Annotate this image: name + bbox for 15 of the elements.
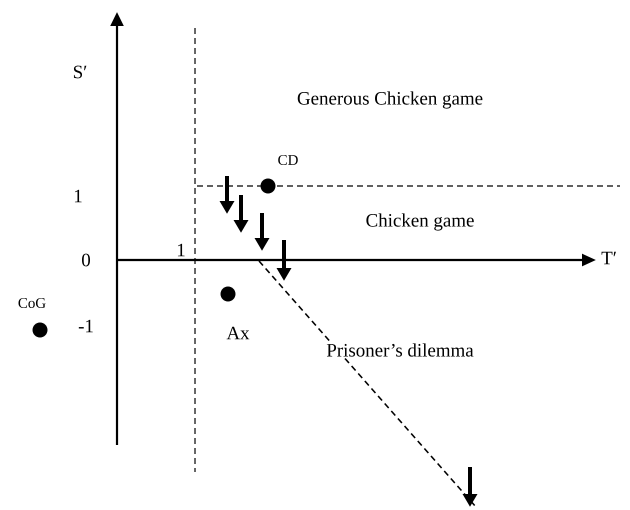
tick-label: -1 bbox=[77, 318, 95, 334]
point-label: Ax bbox=[226, 326, 250, 340]
dot bbox=[32, 322, 48, 338]
region-label: Prisoner’s dilemma bbox=[325, 342, 475, 358]
dot bbox=[260, 178, 276, 194]
axis-label: S′ bbox=[72, 64, 88, 80]
tick-label: 1 bbox=[175, 242, 187, 258]
region-label: Generous Chicken game bbox=[296, 90, 484, 110]
dot bbox=[220, 286, 236, 302]
tick-label: 1 bbox=[72, 188, 84, 204]
region-label: Chicken game bbox=[364, 212, 476, 232]
point-label: CoG bbox=[18, 298, 46, 308]
axis-label: T′ bbox=[600, 250, 618, 266]
tick-label: 0 bbox=[80, 252, 92, 268]
point-label: CD bbox=[278, 154, 298, 165]
